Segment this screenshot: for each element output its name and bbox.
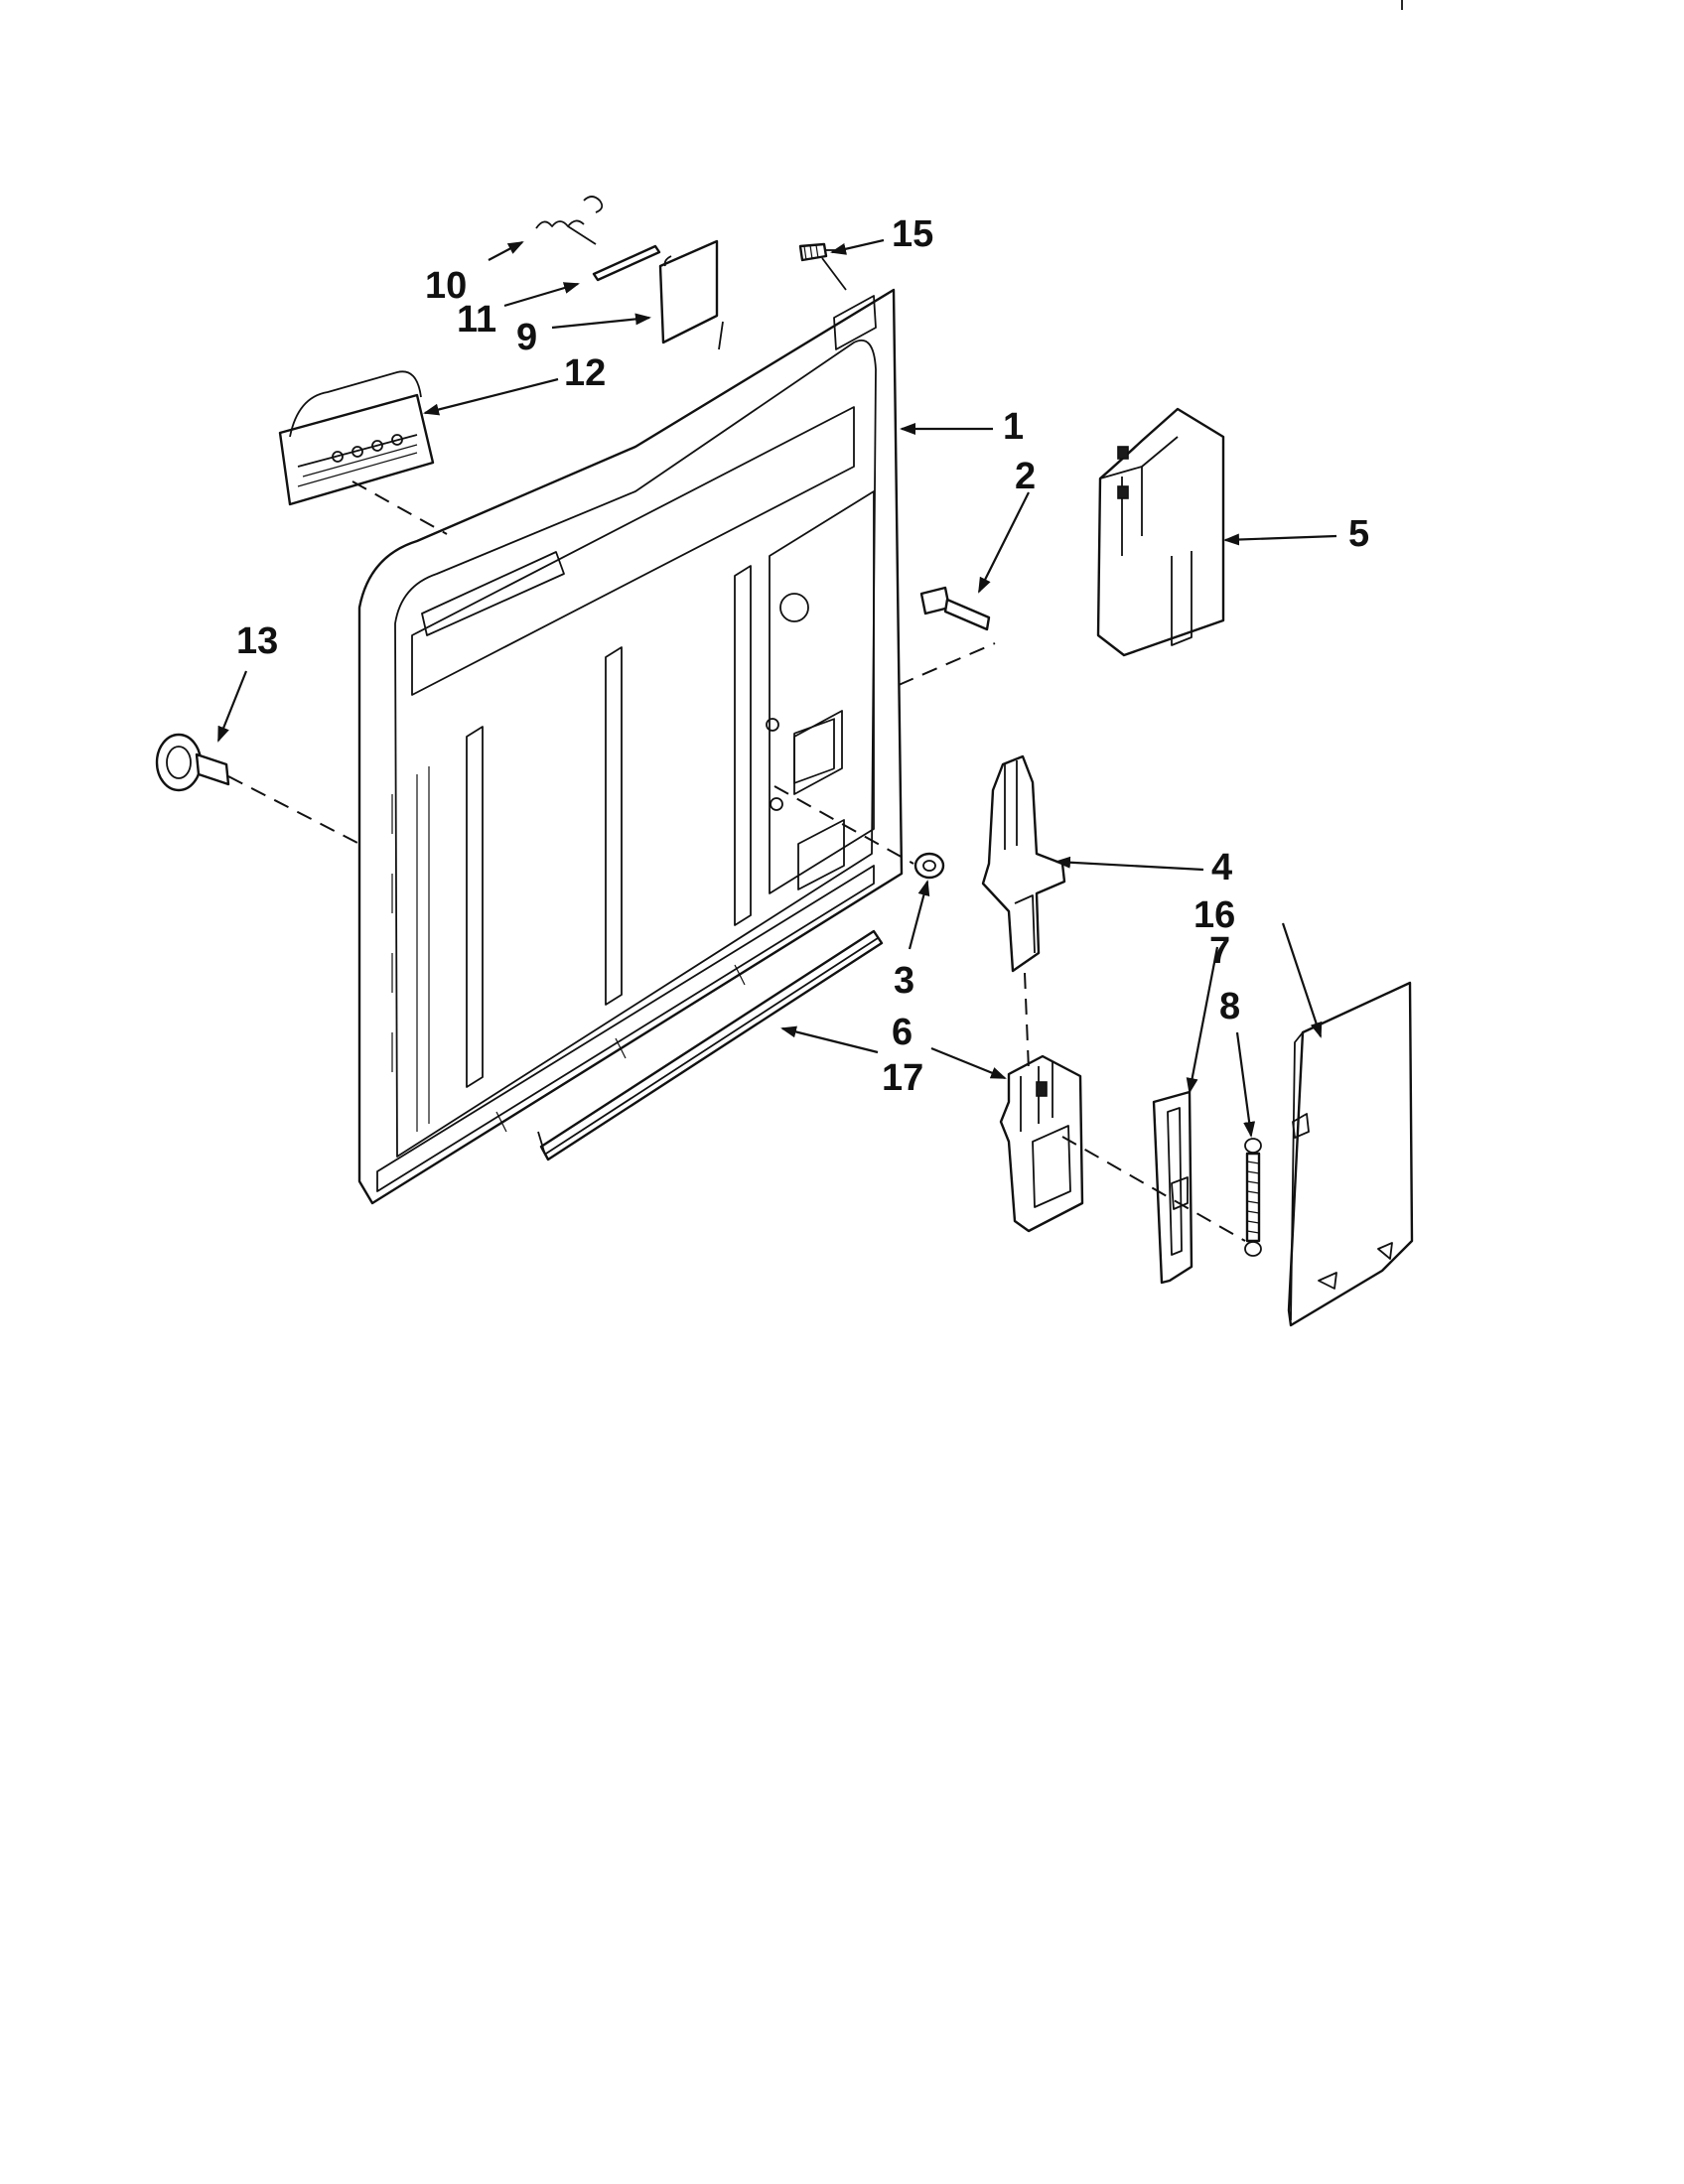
screw	[798, 242, 842, 262]
latch-spring	[1244, 1138, 1262, 1257]
leader-arrows	[216, 238, 1337, 1138]
callout-1: 1	[1003, 406, 1024, 448]
callout-5: 5	[1348, 513, 1369, 555]
callout-4: 4	[1211, 847, 1232, 888]
lower-latch	[999, 1054, 1084, 1233]
handle-bracket	[278, 370, 435, 506]
assembly-lines	[227, 225, 1246, 1242]
door-knob	[155, 733, 230, 792]
callout-6: 6	[892, 1012, 912, 1053]
callout-13: 13	[236, 620, 278, 662]
hinge-rod	[592, 244, 661, 282]
callout-labels: 10 11 9 12 15 1 2 5 13 4 16 7 3 8 6 17	[236, 213, 1369, 1099]
latch-assembly	[1096, 407, 1225, 657]
inner-door-panel	[357, 288, 904, 1205]
callout-16: 16	[1193, 894, 1235, 936]
callout-9: 9	[516, 317, 537, 358]
latch-cover	[1287, 981, 1414, 1327]
spring-small	[535, 196, 604, 229]
callout-12: 12	[564, 352, 606, 394]
pivot-pin	[919, 586, 991, 631]
dispenser-cover	[658, 239, 719, 344]
latch-slider	[981, 754, 1066, 973]
lever-plate	[1152, 1090, 1193, 1285]
callout-2: 2	[1015, 456, 1036, 497]
callout-8: 8	[1219, 986, 1240, 1027]
callout-11: 11	[457, 299, 496, 341]
callout-17: 17	[882, 1057, 923, 1099]
callout-7: 7	[1209, 930, 1230, 972]
callout-3: 3	[894, 960, 914, 1002]
callout-15: 15	[892, 213, 933, 255]
bottom-door-strip	[537, 929, 884, 1161]
nut	[913, 852, 945, 880]
callout-10: 10	[425, 265, 467, 307]
